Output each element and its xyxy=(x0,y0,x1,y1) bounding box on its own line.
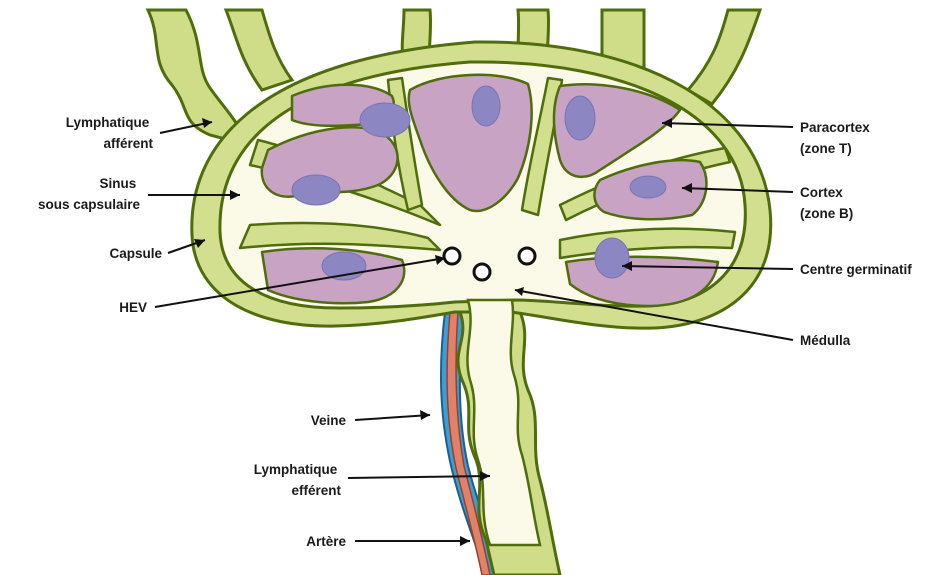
germinal-center xyxy=(360,103,410,137)
label-veine: Veine xyxy=(311,413,347,428)
label-centre-germinatif: Centre germinatif xyxy=(800,262,912,277)
label-paracortex: Paracortex (zone T) xyxy=(800,120,874,156)
label-medulla: Médulla xyxy=(800,333,851,348)
label-sinus-sous-capsulaire: Sinus sous capsulaire xyxy=(38,176,141,212)
afferent-vessel xyxy=(226,10,292,90)
germinal-center xyxy=(565,96,595,140)
label-lymphatique-efferent: Lymphatique efférent xyxy=(254,462,342,498)
germinal-center xyxy=(595,238,629,278)
afferent-vessel xyxy=(688,10,760,104)
germinal-center xyxy=(472,86,500,126)
germinal-center xyxy=(292,175,340,205)
label-lymphatique-afferent: Lymphatique afférent xyxy=(66,115,154,151)
label-artere: Artère xyxy=(306,534,346,549)
hev-vessel xyxy=(474,264,490,280)
label-capsule: Capsule xyxy=(109,246,162,261)
hev-vessel xyxy=(519,248,535,264)
germinal-center xyxy=(630,176,666,198)
arrow-veine xyxy=(355,415,430,420)
label-cortex: Cortex (zone B) xyxy=(800,185,853,221)
hev-vessel xyxy=(444,248,460,264)
label-hev: HEV xyxy=(119,300,147,315)
